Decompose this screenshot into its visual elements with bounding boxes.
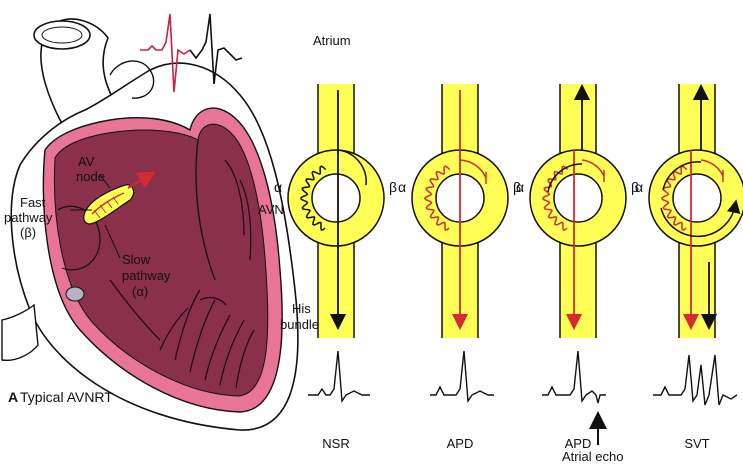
vena-cava xyxy=(1,303,39,362)
slow-pathway-label-line3: (α) xyxy=(132,284,148,299)
av-node-panels: αβNSRαβAPDαβAPDαβSVT xyxy=(274,83,743,451)
atrial-echo-label: Atrial echo xyxy=(562,449,623,464)
slow-pathway-wave xyxy=(300,165,327,231)
fast-pathway-path xyxy=(337,149,367,186)
avn-center xyxy=(311,173,361,223)
atrium-label: Atrium xyxy=(313,33,351,48)
panel-caption: NSR xyxy=(322,436,349,451)
ecg-strip xyxy=(542,350,606,404)
his-bundle-label-line2: bundle xyxy=(280,317,319,332)
trabeculae xyxy=(109,159,255,389)
ecg-strip xyxy=(653,354,738,406)
av-node-label-line2: node xyxy=(76,169,105,184)
ecg-trace-black xyxy=(189,13,243,85)
panel-4: αβSVT xyxy=(635,83,743,451)
ecg-trace-red xyxy=(140,13,191,93)
alpha-label: α xyxy=(635,179,643,195)
alpha-label: α xyxy=(274,179,282,195)
panel-caption: APD xyxy=(447,436,474,451)
fast-pathway-label-line2: pathway xyxy=(4,210,53,225)
reentry-loop xyxy=(660,199,741,238)
slow-pathway-wave xyxy=(542,165,569,231)
panel-title: Typical AVNRT xyxy=(20,389,113,405)
fast-pathway-label-line3: (β) xyxy=(20,225,36,240)
heart-ecg xyxy=(140,13,243,93)
coronary-sinus xyxy=(65,286,85,302)
slow-pathway-label-line2: pathway xyxy=(122,268,171,283)
alpha-label: α xyxy=(516,179,524,195)
panel-caption: APD xyxy=(565,436,592,451)
fast-pathway-label-line1: Fast xyxy=(20,195,46,210)
alpha-label: α xyxy=(398,179,406,195)
his-bundle-label-line1: His xyxy=(292,301,311,316)
beta-label: β xyxy=(631,179,639,195)
fast-pathway-path xyxy=(459,159,487,179)
retrograde-path xyxy=(662,161,702,191)
retrograde-path xyxy=(547,163,583,193)
avn-center xyxy=(672,173,722,223)
slow-pathway-label-line1: Slow xyxy=(122,252,151,267)
beta-label: β xyxy=(389,179,397,195)
ecg-strip xyxy=(430,350,494,404)
ecg-strip xyxy=(308,350,370,404)
beta-label: β xyxy=(513,179,521,195)
avn-label: AVN xyxy=(258,202,284,217)
heart-illustration xyxy=(1,18,299,431)
panel-caption: SVT xyxy=(684,436,709,451)
fast-pathway-path xyxy=(700,159,724,177)
fast-pathway-path xyxy=(581,159,605,177)
aorta-opening xyxy=(33,20,91,50)
slow-pathway-wave xyxy=(424,165,451,231)
av-node-label-line1: AV xyxy=(78,154,95,169)
avn-center xyxy=(553,173,603,223)
panel-letter: A xyxy=(8,389,18,405)
